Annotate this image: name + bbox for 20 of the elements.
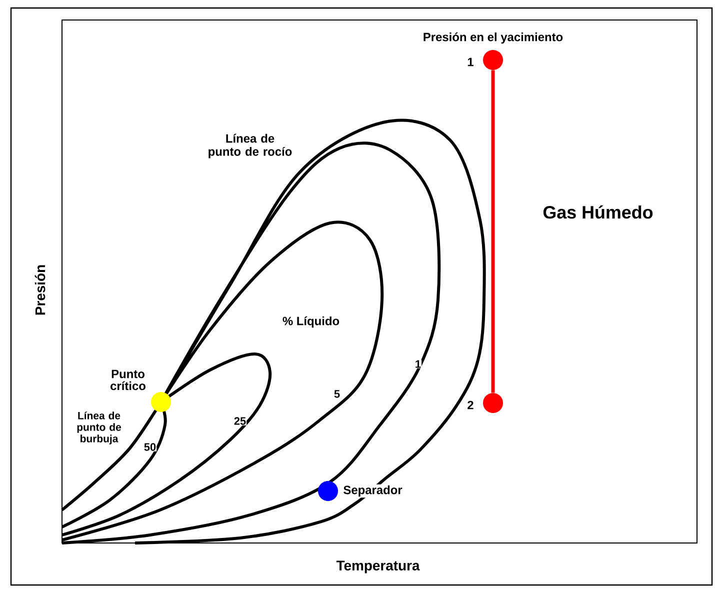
curve-label: Línea de punto de rocío xyxy=(208,134,292,158)
point-label: 2 xyxy=(468,400,474,410)
connector-line xyxy=(491,70,495,393)
point-label: Separador xyxy=(344,485,402,497)
reservoir-pressure-label: Presión en el yacimiento xyxy=(424,32,563,44)
point-marker xyxy=(151,392,171,412)
axis-title: Presión xyxy=(34,265,46,315)
point-label: 1 xyxy=(468,58,474,66)
curve-value-label: 5 xyxy=(334,390,340,398)
curve-value-label: 50 xyxy=(144,443,156,451)
point-marker xyxy=(318,481,338,501)
region-label: % Líquido xyxy=(282,316,340,328)
axis-title: Temperatura xyxy=(336,560,420,574)
point-marker xyxy=(483,393,503,413)
point-marker xyxy=(483,50,503,70)
point-label: Punto crítico xyxy=(110,370,146,390)
curve-label: Línea de punto de burbuja xyxy=(77,412,122,444)
region-label: Gas Húmedo xyxy=(543,205,653,219)
curve-value-label: 25 xyxy=(234,417,246,425)
curve-value-label: 1 xyxy=(416,360,421,368)
